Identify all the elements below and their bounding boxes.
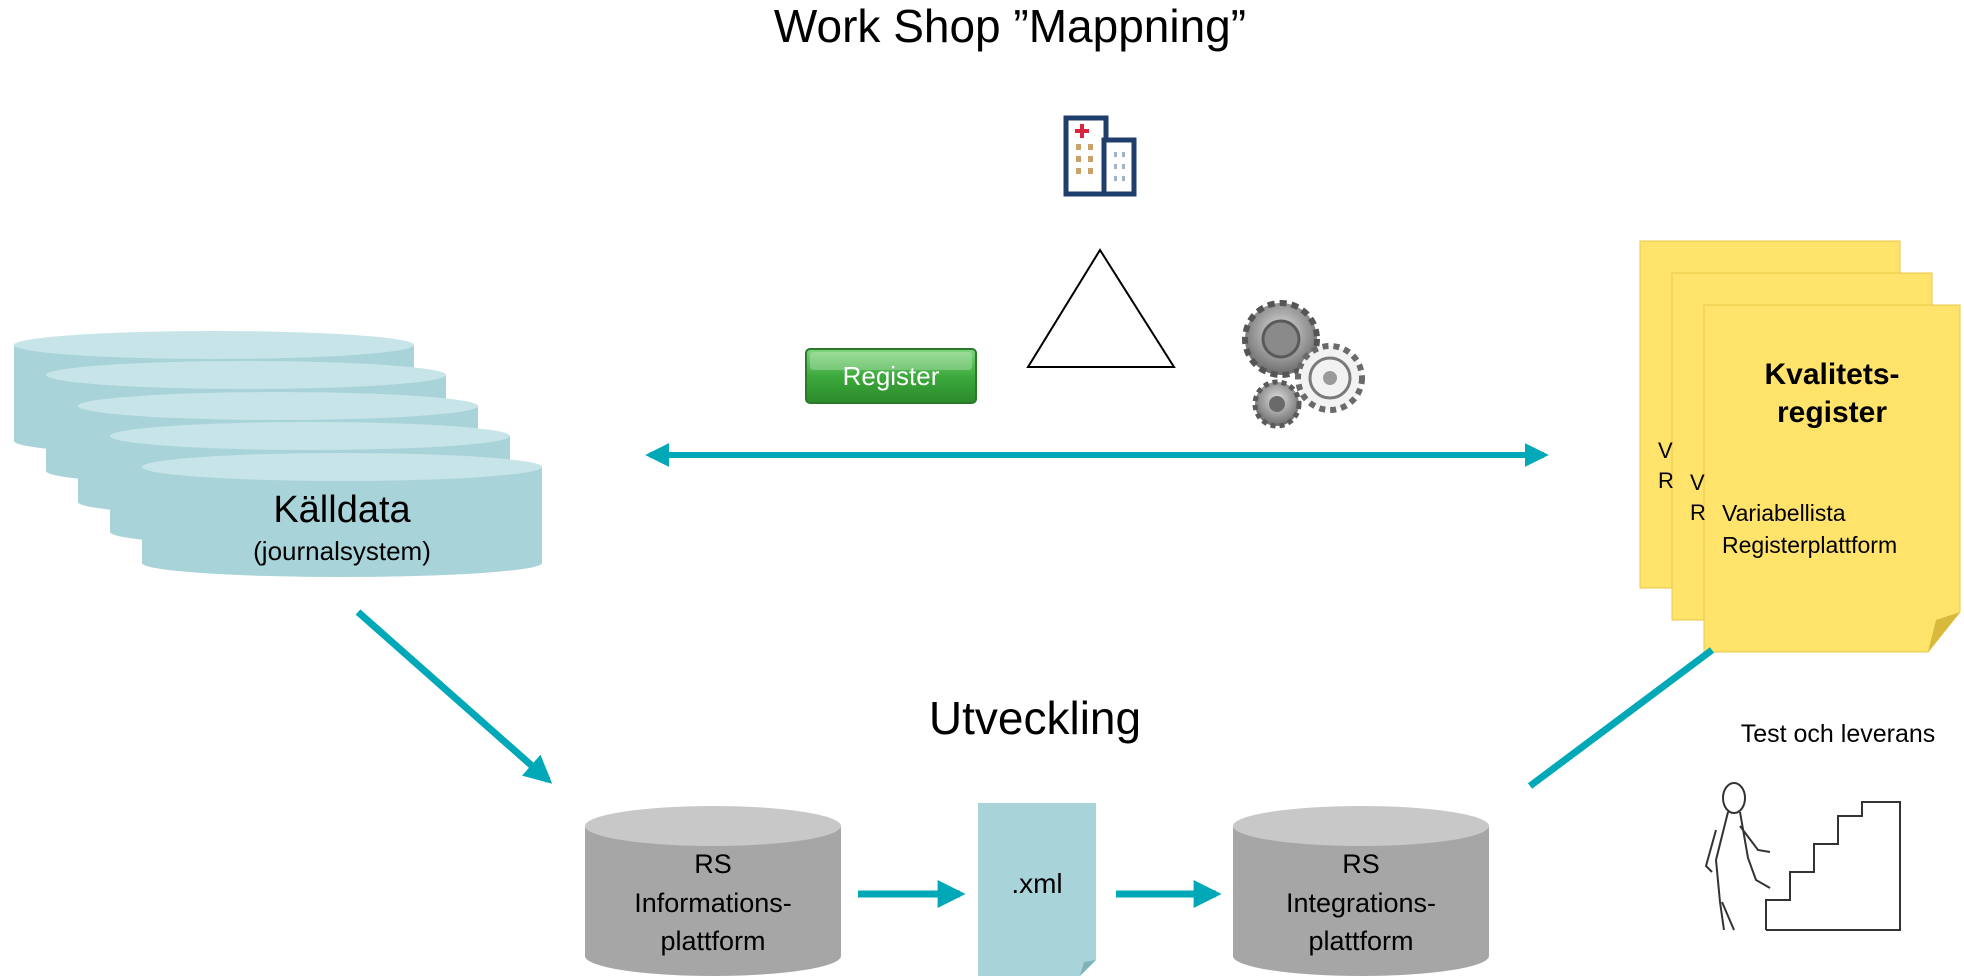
triangle-shape [1026,248,1176,368]
development-title: Utveckling [929,692,1141,744]
integration-platform-line3: plattform [1308,926,1413,956]
info-platform-line2: Informations- [634,888,792,918]
source-to-info-arrow [355,609,553,784]
xml-label: .xml [1011,868,1062,899]
integration-platform-line1: RS [1342,849,1380,879]
info-platform-line1: RS [694,849,732,879]
test-label: Test och leverans [1741,720,1936,748]
register-title-line2: register [1777,396,1887,429]
register-line1: Variabellista [1722,500,1846,526]
quality-register-stack: V R V R Kvalitets- register Variabellist… [1639,240,1961,653]
integration-to-register-line [1527,647,1715,789]
source-title: Källdata [273,489,411,531]
integration-platform-line2: Integrations- [1286,888,1436,918]
register-note-fold [1928,612,1960,652]
source-data-stack: Källdata (journalsystem) [14,331,542,577]
register-back2-line2: R [1690,500,1706,525]
register-button[interactable]: Register [805,348,977,404]
register-back1-line2: R [1658,468,1674,493]
hospital-icon [1063,115,1137,197]
integration-platform-cylinder: RS Integrations- plattform [1233,806,1489,976]
info-platform-cylinder: RS Informations- plattform [585,806,841,976]
info-platform-line3: plattform [660,926,765,956]
source-subtitle: (journalsystem) [253,536,431,566]
xml-document: .xml [978,803,1096,976]
gears-icon [1242,300,1365,429]
diagram-title: Work Shop ”Mappning” [774,0,1246,52]
register-title-line1: Kvalitets- [1764,358,1899,391]
register-line2: Registerplattform [1722,532,1897,558]
register-back1-line1: V [1658,438,1673,463]
source-cylinder-5 [142,453,542,577]
stairs-climber-icon [1704,782,1901,931]
register-back2-line1: V [1690,470,1705,495]
register-button-label: Register [843,361,940,391]
